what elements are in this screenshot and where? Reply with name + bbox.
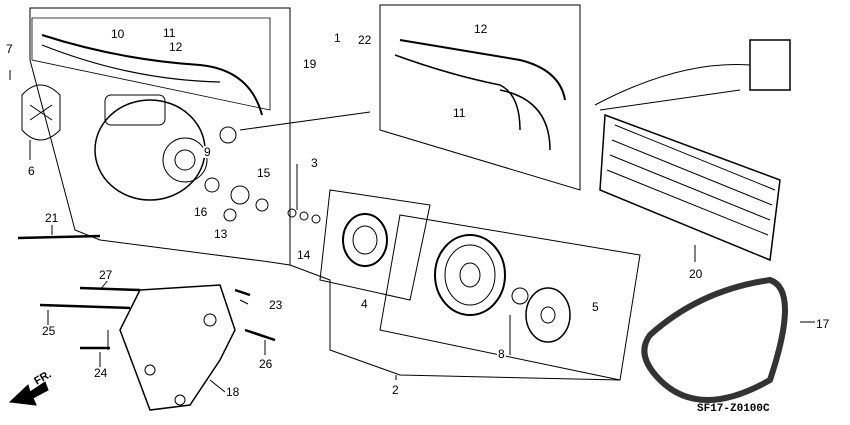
callout-9: 9 <box>203 145 212 159</box>
pulley <box>434 234 506 316</box>
callout-8: 8 <box>497 347 506 361</box>
condenser <box>599 113 781 262</box>
clutch-plate <box>525 287 571 343</box>
callout-23: 23 <box>268 298 284 312</box>
compressor-group-frame <box>29 7 291 266</box>
harness-subframe <box>31 17 271 111</box>
front-arrow-icon <box>8 381 49 406</box>
callout-16: 16 <box>193 205 209 219</box>
clutch-coil <box>342 213 388 267</box>
callout-4: 4 <box>360 297 369 311</box>
callout-2: 2 <box>391 383 400 397</box>
callout-12-inset: 12 <box>473 22 489 36</box>
harness-wire <box>41 34 263 116</box>
callout-21: 21 <box>44 211 60 225</box>
callout-6: 6 <box>27 164 36 178</box>
compressor-body <box>94 99 206 201</box>
pulley-group-frame <box>379 214 641 381</box>
harness-inset-frame <box>379 4 581 191</box>
callout-14: 14 <box>296 248 312 262</box>
callout-12: 12 <box>168 40 184 54</box>
callout-17: 17 <box>815 317 831 331</box>
drive-belt <box>641 276 788 403</box>
callout-19: 19 <box>302 57 318 71</box>
cover-plate <box>21 84 61 141</box>
callout-22: 22 <box>357 33 373 47</box>
callout-3: 3 <box>310 156 319 170</box>
callout-18: 18 <box>225 385 241 399</box>
mounting-bracket <box>119 284 236 411</box>
callout-27: 27 <box>98 268 114 282</box>
callout-10: 10 <box>110 27 126 41</box>
callout-15: 15 <box>256 166 272 180</box>
callout-1: 1 <box>333 31 342 45</box>
callout-13: 13 <box>213 227 229 241</box>
callout-7: 7 <box>5 42 14 56</box>
callout-11-inset: 11 <box>452 106 467 120</box>
callout-24: 24 <box>93 366 109 380</box>
callout-11: 11 <box>162 26 177 40</box>
diagram-code: SF17-Z0100C <box>697 403 770 415</box>
callout-5: 5 <box>591 300 600 314</box>
clutch-coil-frame <box>319 189 431 301</box>
callout-25: 25 <box>41 324 57 338</box>
callout-26: 26 <box>258 357 274 371</box>
callout-20: 20 <box>688 267 704 281</box>
